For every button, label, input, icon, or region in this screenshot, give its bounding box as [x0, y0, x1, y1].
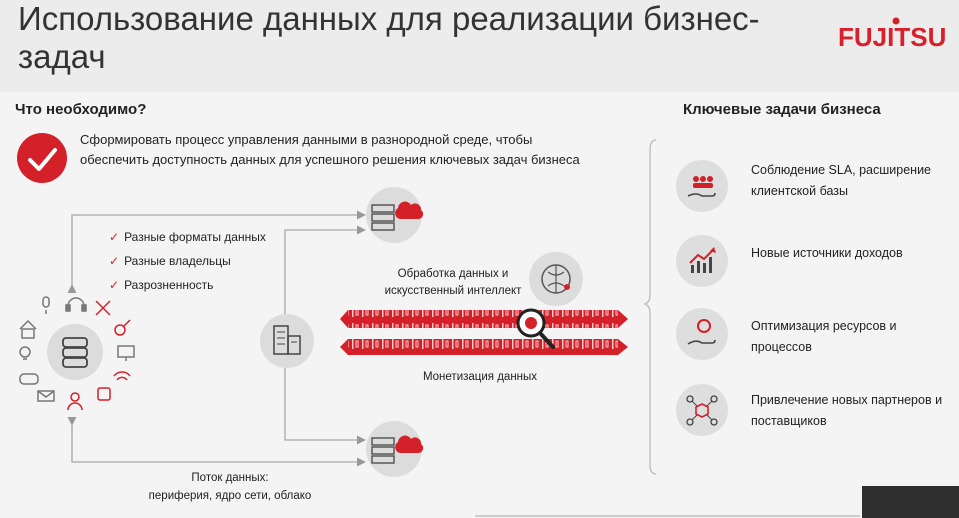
checkmark-badge-icon	[17, 133, 67, 183]
magnifier-icon	[516, 308, 555, 349]
processing-label: Обработка данных и искусственный интелле…	[384, 268, 522, 297]
business-task-text: Оптимизация ресурсов и процессов	[751, 319, 897, 354]
envelope-icon	[37, 390, 55, 402]
section-divider	[643, 139, 657, 475]
fujitsu-logo: FUJITSU	[838, 22, 947, 52]
lightbulb-icon	[19, 346, 31, 360]
monitor-icon	[117, 345, 135, 361]
slide-title: Использование данных для реализации бизн…	[18, 0, 760, 75]
database-hub-icon	[47, 324, 103, 380]
cloud-server-bottom-icon	[366, 421, 424, 477]
left-heading: Что необходимо?	[15, 101, 147, 118]
square-device-icon	[97, 387, 111, 401]
requirement-text: Сформировать процесс управления данными …	[80, 132, 580, 167]
flow-lines	[67, 210, 366, 467]
microphone-icon	[42, 296, 50, 314]
bottom-rule	[475, 515, 860, 517]
business-task-text: Привлечение новых партнеров и поставщико…	[751, 393, 943, 428]
datacenter-building-icon	[260, 314, 314, 368]
flow-label-line1: Поток данных:	[191, 472, 269, 484]
data-stream-bottom	[340, 339, 628, 355]
business-task-item: Привлечение новых партнеров и поставщико…	[676, 384, 946, 444]
cloud-server-top-icon	[366, 187, 424, 243]
tools-icon	[95, 300, 111, 316]
resource-hand-icon	[676, 308, 728, 360]
business-task-text: Соблюдение SLA, расширение клиентской ба…	[751, 163, 932, 198]
edge-device-icons	[19, 296, 135, 411]
data-stream-top	[340, 310, 628, 328]
monetization-label: Монетизация данных	[422, 371, 538, 383]
business-task-item: Соблюдение SLA, расширение клиентской ба…	[676, 160, 946, 220]
slide-header: Использование данных для реализации бизн…	[0, 0, 959, 92]
network-cube-icon	[676, 384, 728, 436]
gender-icon	[114, 319, 131, 336]
growth-chart-icon	[676, 235, 728, 287]
video-overlay-corner	[862, 486, 959, 518]
gamepad-icon	[19, 373, 39, 385]
ai-brain-icon	[529, 252, 583, 306]
headphones-icon	[65, 297, 87, 312]
logo-dot-icon	[892, 17, 900, 25]
business-task-text: Новые источники доходов	[751, 246, 903, 260]
people-hand-icon	[676, 160, 728, 212]
flow-label-line2: периферия, ядро сети, облако	[148, 490, 312, 502]
wifi-icon	[113, 371, 131, 381]
right-heading: Ключевые задачи бизнеса	[683, 101, 881, 118]
business-task-item: Новые источники доходов	[676, 235, 946, 295]
home-icon	[19, 319, 37, 339]
business-task-item: Оптимизация ресурсов и процессов	[676, 308, 946, 368]
person-icon	[67, 392, 83, 411]
